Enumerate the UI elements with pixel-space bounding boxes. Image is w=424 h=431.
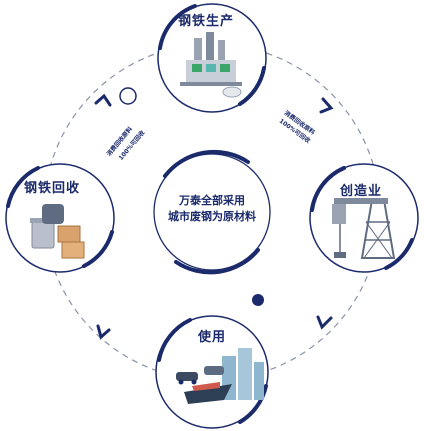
cycle-arrow-top-left <box>94 93 112 107</box>
node-title-use: 使用 <box>198 330 227 345</box>
cars-ship-city-icon <box>176 348 264 404</box>
oil-rig-icon <box>332 198 396 259</box>
decor-dot <box>252 294 264 306</box>
cycle-arrow-bottom-right <box>316 315 333 330</box>
center-arc-bottom <box>174 248 260 275</box>
node-title-manufacturing: 创造业 <box>340 184 383 199</box>
center-text-line1: 万泰全部采用 <box>179 194 245 207</box>
node-title-steel-production: 钢铁生产 <box>178 14 235 29</box>
decor-ring <box>119 87 137 105</box>
node-title-steel-recycling: 钢铁回收 <box>24 181 81 196</box>
cycle-arrow-top-right <box>319 97 334 114</box>
center-arc-top <box>163 149 250 178</box>
steel-plant-icon <box>180 32 242 98</box>
cycle-arrow-bottom-left <box>96 324 111 340</box>
recycling-bins-icon <box>30 204 85 259</box>
center-text-line2: 城市废钢为原材料 <box>168 210 256 223</box>
center-circle <box>153 153 271 271</box>
